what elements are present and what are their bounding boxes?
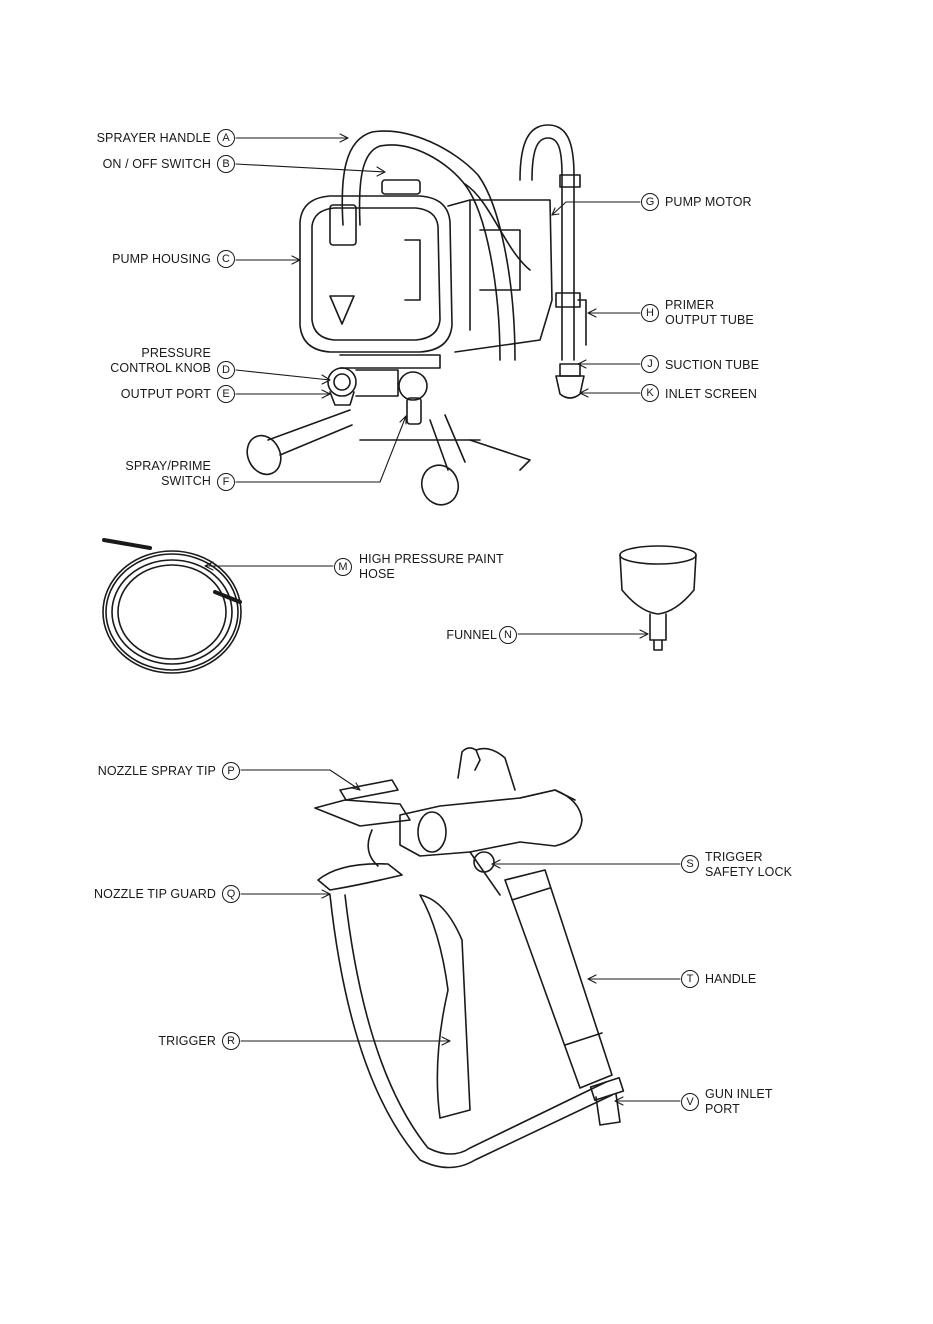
callout-pump-motor-label: PUMP MOTOR xyxy=(665,195,752,209)
callout-spray-prime-line1: SPRAY/PRIME xyxy=(125,459,211,473)
callout-badge-a: A xyxy=(217,129,235,147)
spray-gun-drawing xyxy=(314,747,625,1169)
callout-badge-t: T xyxy=(681,970,699,988)
callout-suction-tube-label: SUCTION TUBE xyxy=(665,358,760,372)
callout-badge-g: G xyxy=(641,193,659,211)
callout-primer-tube-line1: PRIMER xyxy=(665,298,715,312)
callout-safety-lock-line2: SAFETY LOCK xyxy=(705,865,793,879)
callout-badge-b: B xyxy=(217,155,235,173)
callout-sprayer-handle-label: SPRAYER HANDLE xyxy=(96,131,211,145)
funnel-drawing xyxy=(619,545,697,651)
callout-spray-prime-label: SPRAY/PRIME SWITCH xyxy=(125,459,211,489)
callout-badge-n: N xyxy=(499,626,517,644)
callout-pressure-knob-label: PRESSURE CONTROL KNOB xyxy=(110,346,211,376)
callout-badge-p: P xyxy=(222,762,240,780)
callout-nozzle-tip-guard-label: NOZZLE TIP GUARD xyxy=(94,887,216,901)
callout-badge-q: Q xyxy=(222,885,240,903)
callout-badge-f: F xyxy=(217,473,235,491)
callout-gun-inlet-port-label: GUN INLET PORT xyxy=(705,1087,773,1117)
callout-primer-tube-line2: OUTPUT TUBE xyxy=(665,313,754,327)
callout-badge-j: J xyxy=(641,355,659,373)
callout-paint-hose-label: HIGH PRESSURE PAINT HOSE xyxy=(359,552,504,582)
callout-pump-housing-label: PUMP HOUSING xyxy=(112,252,211,266)
callout-funnel-label: FUNNEL xyxy=(446,628,497,642)
callout-badge-c: C xyxy=(217,250,235,268)
callout-primer-tube-label: PRIMER OUTPUT TUBE xyxy=(665,298,754,328)
callout-gun-inlet-line1: GUN INLET xyxy=(705,1087,773,1101)
callout-badge-v: V xyxy=(681,1093,699,1111)
callout-badge-r: R xyxy=(222,1032,240,1050)
callout-paint-hose-line1: HIGH PRESSURE PAINT xyxy=(359,552,504,566)
callout-trigger-safety-lock-label: TRIGGER SAFETY LOCK xyxy=(705,850,792,880)
callout-pressure-knob-line2: CONTROL KNOB xyxy=(110,361,211,375)
callout-inlet-screen-label: INLET SCREEN xyxy=(665,387,757,401)
callout-trigger-label: TRIGGER xyxy=(158,1034,216,1048)
callout-pressure-knob-line1: PRESSURE xyxy=(141,346,211,360)
callout-nozzle-spray-tip-label: NOZZLE SPRAY TIP xyxy=(97,764,216,778)
callout-badge-d: D xyxy=(217,361,235,379)
callout-handle-label: HANDLE xyxy=(705,972,757,986)
callout-output-port-label: OUTPUT PORT xyxy=(120,387,211,401)
callout-paint-hose-line2: HOSE xyxy=(359,567,395,581)
callout-badge-k: K xyxy=(641,384,659,402)
paint-hose-drawing xyxy=(102,538,242,674)
callout-on-off-switch-label: ON / OFF SWITCH xyxy=(102,157,211,171)
callout-badge-h: H xyxy=(641,304,659,322)
callout-badge-s: S xyxy=(681,855,699,873)
callout-safety-lock-line1: TRIGGER xyxy=(705,850,763,864)
callout-badge-m: M xyxy=(334,558,352,576)
callout-badge-e: E xyxy=(217,385,235,403)
callout-spray-prime-line2: SWITCH xyxy=(161,474,211,488)
sprayer-unit-drawing xyxy=(246,124,587,506)
callout-gun-inlet-line2: PORT xyxy=(705,1102,740,1116)
leader-lines xyxy=(204,133,681,1106)
